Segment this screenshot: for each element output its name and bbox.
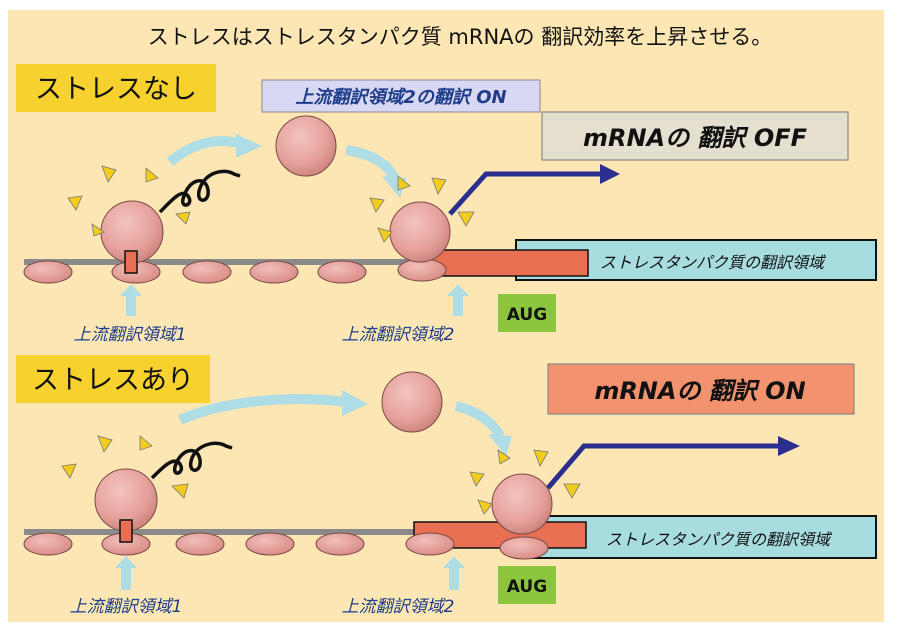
orf2-status-box	[261, 79, 541, 113]
small-subunit	[245, 532, 295, 556]
ribosome-uorf2	[389, 201, 451, 263]
spark-mark	[67, 195, 83, 211]
spark-mark	[171, 483, 189, 499]
bottom-aug-box	[498, 566, 556, 604]
small-subunit	[175, 532, 225, 556]
spark-mark	[139, 435, 153, 451]
translation-off-box	[541, 111, 849, 161]
small-subunit	[315, 532, 365, 556]
uorf1-pointer	[120, 284, 142, 316]
spark-mark	[97, 435, 113, 453]
spark-mark	[431, 177, 447, 195]
spark-mark	[457, 211, 475, 227]
small-subunit	[249, 260, 299, 284]
spark-mark	[175, 211, 191, 225]
uorf2-pointer	[443, 556, 465, 590]
bottom-condition-box	[16, 355, 210, 403]
free-ribosome	[275, 115, 337, 177]
bottom-condition-label: ストレスあり	[32, 365, 194, 396]
spark-mark	[397, 175, 411, 191]
bottom-uorf1-label: 上流翻訳領域1	[70, 597, 183, 617]
ribosome-main-orf	[491, 473, 553, 535]
small-subunit	[182, 260, 232, 284]
nascent-peptide	[150, 441, 233, 480]
translation-off-label: mRNAの 翻訳 OFF	[583, 124, 808, 152]
small-subunit	[317, 260, 367, 284]
arrowhead	[600, 164, 620, 184]
arrow-to-uorf2	[345, 145, 399, 181]
bottom-uorf2-label: 上流翻訳領域2	[342, 597, 455, 617]
spark-mark	[563, 483, 581, 499]
spark-mark	[497, 449, 511, 465]
bottom-aug-label: AUG	[507, 577, 547, 597]
bottom-panel: ストレスあり mRNAの 翻訳 ON ストレスタンパク質の翻訳領域	[16, 355, 877, 617]
spark-mark	[101, 165, 117, 183]
translation-arrow-on	[546, 443, 782, 490]
top-uorf2-bar	[431, 249, 589, 277]
top-uorf1-label: 上流翻訳領域1	[74, 325, 187, 345]
top-condition-label: ストレスなし	[35, 74, 197, 105]
arrow-to-free-ribosome	[166, 136, 242, 166]
arrowhead	[488, 434, 512, 456]
translation-on-box	[547, 363, 855, 415]
top-aug-box	[498, 294, 556, 332]
orf2-status-label: 上流翻訳領域2の翻訳 ON	[295, 87, 506, 108]
top-uorf1-bar	[124, 250, 138, 274]
spark-mark	[377, 227, 393, 243]
spark-mark	[469, 471, 485, 487]
translation-on-label: mRNAの 翻訳 ON	[594, 377, 805, 405]
uorf2-pointer	[447, 284, 469, 316]
arrowhead	[236, 134, 262, 158]
nascent-peptide	[158, 169, 241, 214]
top-coding-region-label: ストレスタンパク質の翻訳領域	[600, 253, 826, 272]
spark-mark	[61, 463, 77, 479]
arrow-to-free-ribosome	[177, 394, 347, 425]
arrowhead	[778, 436, 800, 456]
uorf1-pointer	[115, 556, 137, 590]
translation-arrow-off	[448, 171, 604, 216]
small-subunit	[23, 260, 73, 284]
top-uorf2-label: 上流翻訳領域2	[342, 325, 455, 345]
free-ribosome	[381, 371, 443, 433]
spark-mark	[369, 197, 385, 213]
small-subunit	[23, 532, 73, 556]
top-panel: ストレスなし 上流翻訳領域2の翻訳 ON mRNAの 翻訳 OFF ストレスタン…	[16, 64, 877, 345]
bottom-coding-region-label: ストレスタンパク質の翻訳領域	[606, 530, 832, 549]
spark-mark	[477, 499, 493, 515]
top-condition-box	[16, 64, 216, 112]
spark-mark	[91, 223, 105, 237]
top-aug-label: AUG	[507, 305, 547, 325]
small-subunit	[405, 532, 455, 556]
arrowhead	[342, 390, 368, 416]
spark-mark	[145, 167, 159, 183]
spark-mark	[533, 449, 549, 467]
figure-title: ストレスはストレスタンパク質 mRNAの 翻訳効率を上昇させる。	[148, 25, 772, 49]
bottom-uorf1-bar	[119, 519, 133, 543]
small-subunit	[499, 536, 549, 560]
arrow-to-main-orf	[454, 401, 505, 439]
